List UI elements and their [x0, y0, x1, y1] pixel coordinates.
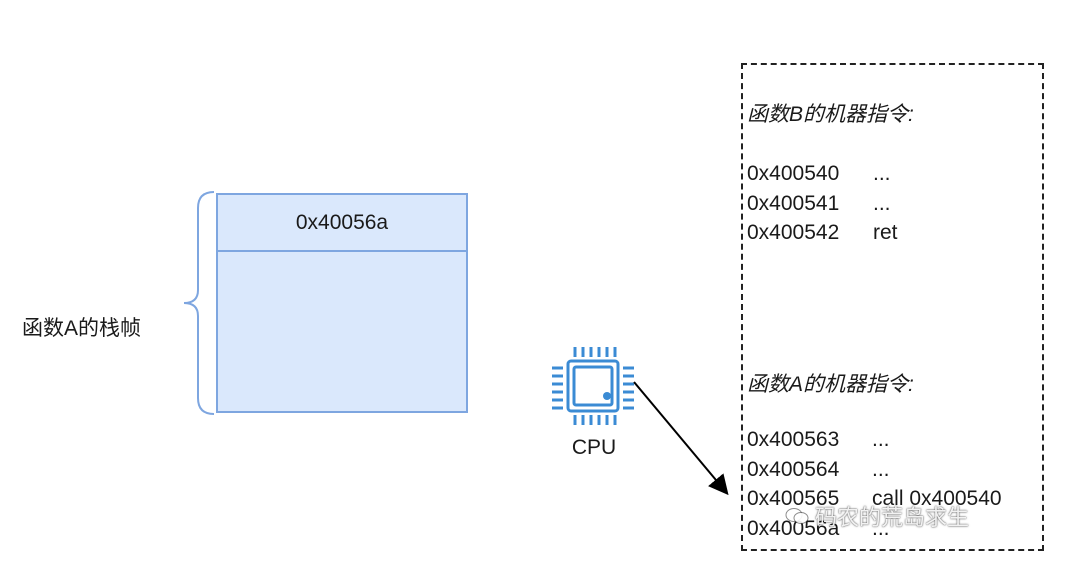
instruction-text: ... [872, 517, 890, 540]
function-b-row: 0x400542 ret [747, 221, 898, 245]
instruction-text: ... [872, 458, 890, 481]
function-a-title: 函数A的机器指令: [747, 373, 914, 396]
wechat-icon [785, 508, 809, 524]
instruction-address: 0x400564 [747, 458, 840, 481]
stack-frame: 0x40056a [216, 193, 468, 413]
function-a-row: 0x400564 ... [747, 458, 890, 482]
instruction-text: ... [873, 192, 891, 215]
function-a-row: 0x400565 call 0x400540 [747, 487, 1002, 511]
instruction-text: ... [873, 162, 891, 185]
instruction-address: 0x40056a [747, 517, 840, 540]
stack-frame-label: 函数A的栈帧 [22, 317, 142, 340]
instruction-address: 0x400563 [747, 428, 840, 451]
instruction-address: 0x400565 [747, 487, 840, 510]
function-b-title: 函数B的机器指令: [747, 103, 914, 126]
stack-frame-top-cell: 0x40056a [218, 195, 466, 252]
function-a-row: 0x40056a ... [747, 517, 890, 541]
instruction-text: ret [873, 221, 898, 244]
instruction-address: 0x400541 [747, 192, 840, 215]
cpu-chip-icon [552, 347, 634, 425]
instruction-text: ... [872, 428, 890, 451]
function-b-row: 0x400540 ... [747, 162, 891, 186]
watermark: 码农的荒岛求生 [785, 500, 969, 532]
watermark-text: 码农的荒岛求生 [815, 505, 970, 530]
function-a-row: 0x400563 ... [747, 428, 890, 452]
instruction-text: call 0x400540 [872, 487, 1002, 510]
instruction-address: 0x400542 [747, 221, 840, 244]
curly-brace-icon [183, 191, 215, 415]
function-b-row: 0x400541 ... [747, 192, 891, 216]
machine-instructions-panel [741, 63, 1044, 551]
return-address-value: 0x40056a [295, 210, 389, 234]
instruction-pointer-arrow [633, 381, 729, 496]
cpu-label: CPU [571, 436, 617, 459]
instruction-address: 0x400540 [747, 162, 840, 185]
